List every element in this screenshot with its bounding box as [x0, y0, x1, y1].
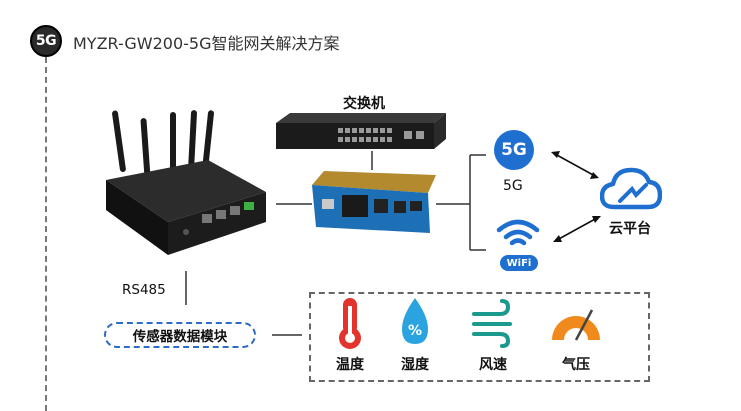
antenna-1: [112, 110, 126, 173]
page-title: MYZR-GW200-5G智能网关解决方案: [73, 34, 340, 53]
board-pcb: [312, 185, 430, 233]
rs485-label: RS485: [122, 282, 166, 298]
chip: [374, 199, 388, 213]
switch-top: [276, 113, 446, 123]
sensor-wind-speed: 风速: [470, 296, 516, 374]
sensor-label: 气压: [562, 357, 590, 373]
port: [202, 214, 212, 223]
component: [322, 199, 334, 209]
port: [230, 206, 240, 215]
core-board-image: [312, 171, 436, 233]
switch-image: [276, 113, 446, 149]
sensor-humidity: % 湿度: [398, 296, 432, 374]
antenna-3: [170, 112, 176, 176]
led: [183, 229, 189, 235]
antenna-4: [188, 110, 197, 173]
sensors-group: [309, 292, 650, 382]
thermometer-icon: [339, 298, 361, 349]
badge-text: 5G: [35, 33, 57, 49]
device-front: [168, 192, 266, 255]
sensor-module-label: 传感器数据模块: [132, 329, 228, 345]
cloud-icon: [600, 167, 662, 210]
wifi-badge-text: WiFi: [506, 257, 532, 269]
chip: [342, 195, 368, 217]
humidity-icon: %: [402, 298, 428, 344]
cloud-platform-label: 云平台: [609, 221, 651, 237]
switch-label: 交换机: [343, 96, 385, 112]
timeline-dashed-line: [45, 57, 47, 411]
5g-icon: 5G: [494, 130, 534, 170]
device-top: [106, 160, 266, 222]
sensor-label: 温度: [336, 357, 364, 373]
5g-label: 5G: [503, 178, 523, 194]
sensor-label: 湿度: [401, 357, 429, 373]
wifi-icon: [496, 219, 540, 246]
wind-icon: [472, 299, 512, 348]
gauge-icon: [552, 309, 600, 341]
5g-logo-badge: 5G: [30, 25, 62, 57]
sensor-pressure: 气压: [548, 296, 604, 374]
antenna-5: [202, 110, 214, 169]
chip: [394, 201, 406, 213]
antenna-2: [140, 118, 151, 176]
port: [216, 210, 226, 219]
svg-text:%: %: [408, 323, 422, 339]
sensor-label: 风速: [479, 357, 507, 373]
board-edge: [312, 171, 436, 193]
switch-side: [434, 113, 446, 149]
gateway-device-image: [106, 110, 266, 255]
wifi-badge: WiFi: [500, 255, 538, 271]
sensor-data-module: 传感器数据模块: [104, 322, 256, 348]
terminal-block: [244, 202, 254, 210]
device-left: [106, 180, 168, 255]
5g-icon-text: 5G: [501, 140, 527, 160]
chip: [410, 201, 422, 211]
sensor-temperature: 温度: [335, 296, 365, 374]
